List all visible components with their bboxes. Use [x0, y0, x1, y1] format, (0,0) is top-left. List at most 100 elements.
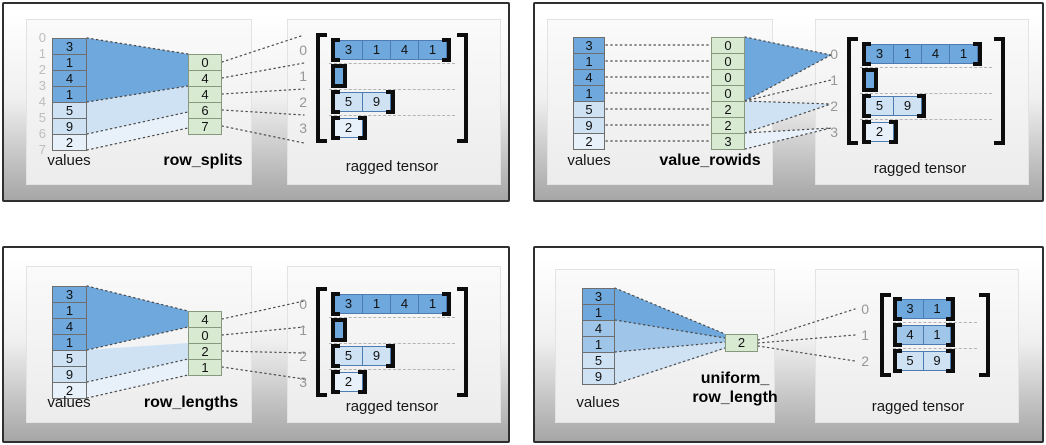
- tensor-row: 0 3 1: [861, 296, 955, 322]
- bracket-open-icon: [331, 38, 340, 62]
- bracket-open-icon: [862, 94, 871, 118]
- uniform-row-length-value: 2: [725, 334, 758, 352]
- tensor-row: 3 2: [299, 369, 367, 395]
- row-separator: [329, 369, 455, 370]
- tensor-row: 1: [299, 63, 347, 89]
- bracket-open-icon: [331, 292, 340, 316]
- dotted-connectors: [86, 34, 305, 151]
- outer-bracket-left: [316, 33, 327, 143]
- values-cell: 9: [582, 368, 615, 385]
- bracket-close-icon: [917, 94, 926, 118]
- tensor-cell: 1: [362, 40, 391, 60]
- ragged-tensor: 0 3 1 4 1 1 2 5 9 3: [299, 33, 468, 143]
- bracket-open-icon: [331, 344, 340, 368]
- values-cell: 1: [52, 86, 87, 103]
- values-cell: 5: [52, 102, 87, 119]
- row-splits-cell: 7: [188, 118, 222, 135]
- method-label: row_lengths: [143, 394, 239, 411]
- quadrant-row-splits: 0 1 2 3 4 5 6 7 3 1 4 1 5 9 2 values 0 4…: [2, 2, 510, 202]
- bracket-open-icon: [331, 370, 340, 394]
- bracket-close-icon: [889, 120, 898, 144]
- row-splits-cell: 4: [188, 86, 222, 103]
- values-cell: 4: [52, 70, 87, 87]
- tensor-label: ragged tensor: [345, 158, 439, 175]
- dotted-connectors: [614, 287, 856, 385]
- row-index: 3: [299, 374, 307, 390]
- tensor-row: 2 5 9: [299, 343, 395, 369]
- dotted-connectors: [605, 36, 832, 150]
- tensor-row: 2 5 9: [299, 89, 395, 115]
- tensor-label: ragged tensor: [873, 160, 967, 177]
- values-label: values: [567, 152, 611, 169]
- row-index: 1: [830, 72, 838, 88]
- row-separator: [893, 322, 977, 323]
- value-rowids-cell: 0: [711, 53, 745, 70]
- outer-bracket-left: [880, 293, 891, 377]
- dotted-connectors: [86, 285, 305, 399]
- value-index: 0: [38, 30, 46, 45]
- tensor-cell: 1: [923, 325, 951, 345]
- bracket-open-icon: [862, 42, 871, 66]
- row-splits-cell: 6: [188, 102, 222, 119]
- tensor-cell: 9: [362, 92, 391, 112]
- fan-shapes: [615, 288, 725, 384]
- bracket-close-icon: [358, 116, 367, 140]
- ragged-tensor: 0 3 1 4 1 1 2 5 9 3: [299, 287, 468, 397]
- method-label-line1: uniform_: [700, 370, 770, 387]
- tensor-cell: 1: [418, 294, 447, 314]
- tensor-row: 1 4 1: [861, 322, 955, 348]
- bracket-open-icon: [893, 323, 902, 347]
- tensor-cell: 4: [390, 294, 419, 314]
- tensor-cell: 1: [362, 294, 391, 314]
- bracket-open-icon: [331, 116, 340, 140]
- tensor-label: ragged tensor: [871, 398, 965, 415]
- values-cell: 5: [52, 350, 87, 367]
- row-separator: [860, 119, 992, 120]
- values-cell: 2: [52, 382, 87, 399]
- row-separator: [329, 317, 455, 318]
- tensor-row: 3 2: [830, 119, 898, 145]
- tensor-row: 3 2: [299, 115, 367, 141]
- values-cell: 3: [52, 286, 87, 303]
- connector-graphics: [86, 285, 305, 399]
- values-column: 3 1 4 1 5 9: [582, 288, 615, 385]
- bracket-open-icon: [331, 90, 340, 114]
- row-splits-cell: 4: [188, 70, 222, 87]
- values-label: values: [47, 152, 91, 169]
- outer-bracket-right: [457, 287, 468, 397]
- row-index: 1: [861, 327, 869, 343]
- values-cell: 2: [52, 134, 87, 151]
- values-column: 3 1 4 1 5 9 2: [52, 38, 87, 151]
- values-cell: 4: [573, 69, 605, 86]
- bracket-close-icon: [338, 64, 347, 88]
- values-cell: 3: [52, 38, 87, 55]
- values-column: 3 1 4 1 5 9 2: [573, 37, 605, 150]
- row-lengths-cell: 0: [188, 327, 222, 344]
- tensor-cell: 9: [893, 96, 922, 116]
- row-index: 3: [299, 120, 307, 136]
- empty-row-fill: [334, 66, 343, 86]
- fan-shapes: [87, 38, 188, 150]
- values-cell: 9: [573, 117, 605, 134]
- bracket-close-icon: [386, 90, 395, 114]
- value-rowids-cell: 3: [711, 133, 745, 150]
- value-index: 4: [38, 94, 46, 109]
- row-lengths-column: 4 0 2 1: [188, 311, 222, 376]
- values-cell: 1: [582, 304, 615, 321]
- values-cell: 4: [52, 318, 87, 335]
- row-splits-column: 0 4 4 6 7: [188, 54, 222, 135]
- bracket-open-icon: [331, 318, 340, 342]
- tensor-cell: 1: [949, 44, 978, 64]
- value-rowids-cell: 2: [711, 117, 745, 134]
- bracket-close-icon: [946, 349, 955, 373]
- tensor-cell: 1: [893, 44, 922, 64]
- outer-bracket-right: [994, 37, 1005, 145]
- bracket-close-icon: [338, 318, 347, 342]
- connector-graphics: [605, 36, 832, 150]
- row-index: 2: [830, 98, 838, 114]
- quadrant-uniform-row-length: 3 1 4 1 5 9 values 2 uniform_ row_length…: [533, 246, 1044, 443]
- bracket-close-icon: [442, 292, 451, 316]
- row-separator: [329, 115, 455, 116]
- row-index: 1: [299, 68, 307, 84]
